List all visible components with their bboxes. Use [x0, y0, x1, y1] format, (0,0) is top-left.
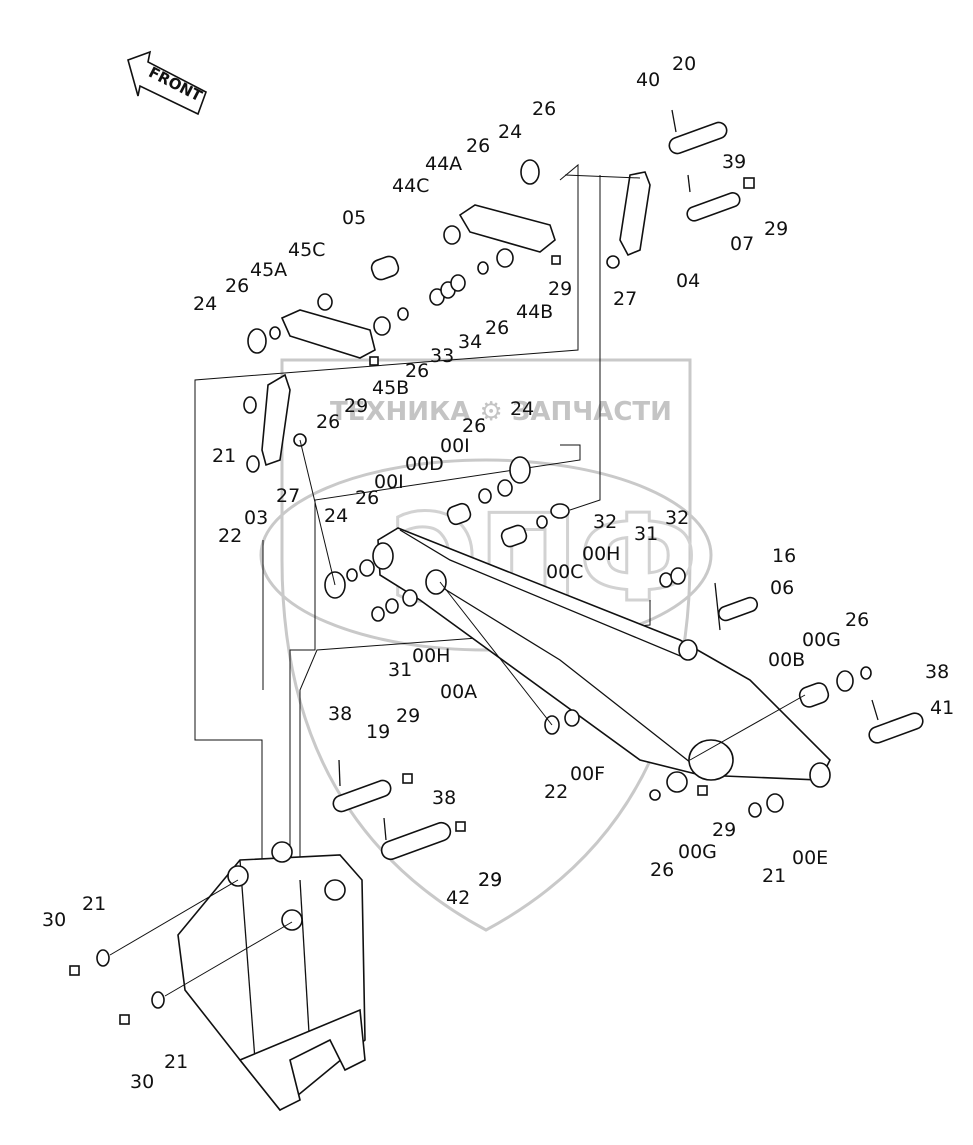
label-16: 16	[772, 545, 796, 567]
label-00g: 00G	[678, 841, 717, 863]
label-44a: 44A	[425, 153, 462, 175]
label-38: 38	[925, 661, 949, 683]
callout-labels: 40 20 26 24 26 44A 39 44C 29 05 07 45C 0…	[42, 53, 954, 1093]
label-26: 26	[466, 135, 490, 157]
washers-and-rings	[96, 159, 872, 1009]
label-24: 24	[324, 505, 348, 527]
label-22: 22	[218, 525, 242, 547]
label-45b: 45B	[372, 377, 409, 399]
label-00e: 00E	[792, 847, 828, 869]
label-22: 22	[544, 781, 568, 803]
label-26: 26	[355, 487, 379, 509]
label-00b: 00B	[768, 649, 805, 671]
label-20: 20	[672, 53, 696, 75]
label-21: 21	[164, 1051, 188, 1073]
label-39: 39	[722, 151, 746, 173]
grease-fittings	[69, 177, 755, 1025]
label-31: 31	[634, 523, 658, 545]
label-27: 27	[276, 485, 300, 507]
label-00d: 00D	[405, 453, 444, 475]
link-assemblies	[261, 121, 924, 861]
front-arrow: FRONT	[127, 50, 207, 116]
label-40: 40	[636, 69, 660, 91]
label-04: 04	[676, 270, 700, 292]
label-34: 34	[458, 331, 482, 353]
label-29: 29	[712, 819, 736, 841]
label-32: 32	[593, 511, 617, 533]
label-33: 33	[430, 345, 454, 367]
label-00h: 00H	[412, 645, 450, 667]
label-29: 29	[344, 395, 368, 417]
label-45a: 45A	[250, 259, 287, 281]
label-45c: 45C	[288, 239, 325, 261]
label-38: 38	[328, 703, 352, 725]
label-44b: 44B	[516, 301, 553, 323]
leader-lines	[109, 174, 806, 997]
label-00i: 00I	[440, 435, 470, 457]
label-29: 29	[764, 218, 788, 240]
boundary-lines	[194, 163, 651, 870]
label-26: 26	[485, 317, 509, 339]
label-00h: 00H	[582, 543, 620, 565]
label-26: 26	[316, 411, 340, 433]
label-31: 31	[388, 659, 412, 681]
watermark-text: ТЕХНИКА ⚙ ЗАПЧАСТИ	[330, 397, 672, 427]
label-38: 38	[432, 787, 456, 809]
label-26: 26	[845, 609, 869, 631]
label-30: 30	[130, 1071, 154, 1093]
label-00g: 00G	[802, 629, 841, 651]
label-00a: 00A	[440, 681, 477, 703]
label-32: 32	[665, 507, 689, 529]
label-26: 26	[650, 859, 674, 881]
label-41: 41	[930, 697, 954, 719]
label-29: 29	[478, 869, 502, 891]
label-07: 07	[730, 233, 754, 255]
label-24: 24	[510, 398, 534, 420]
label-29: 29	[396, 705, 420, 727]
bucket	[177, 841, 366, 1112]
label-26: 26	[462, 415, 486, 437]
label-44c: 44C	[392, 175, 429, 197]
label-06: 06	[770, 577, 794, 599]
label-00i: 00I	[374, 471, 404, 493]
label-27: 27	[613, 288, 637, 310]
label-24: 24	[498, 121, 522, 143]
label-30: 30	[42, 909, 66, 931]
label-26: 26	[405, 360, 429, 382]
label-05: 05	[342, 207, 366, 229]
label-24: 24	[193, 293, 217, 315]
label-19: 19	[366, 721, 390, 743]
label-00c: 00C	[546, 561, 583, 583]
label-29: 29	[478, 869, 502, 891]
label-29: 29	[548, 278, 572, 300]
label-21: 21	[762, 865, 786, 887]
label-26: 26	[532, 98, 556, 120]
label-26: 26	[225, 275, 249, 297]
label-21: 21	[212, 445, 236, 467]
label-21: 21	[82, 893, 106, 915]
label-42: 42	[446, 887, 470, 909]
label-00f: 00F	[570, 763, 605, 785]
small-pins	[338, 109, 879, 841]
label-03: 03	[244, 507, 268, 529]
